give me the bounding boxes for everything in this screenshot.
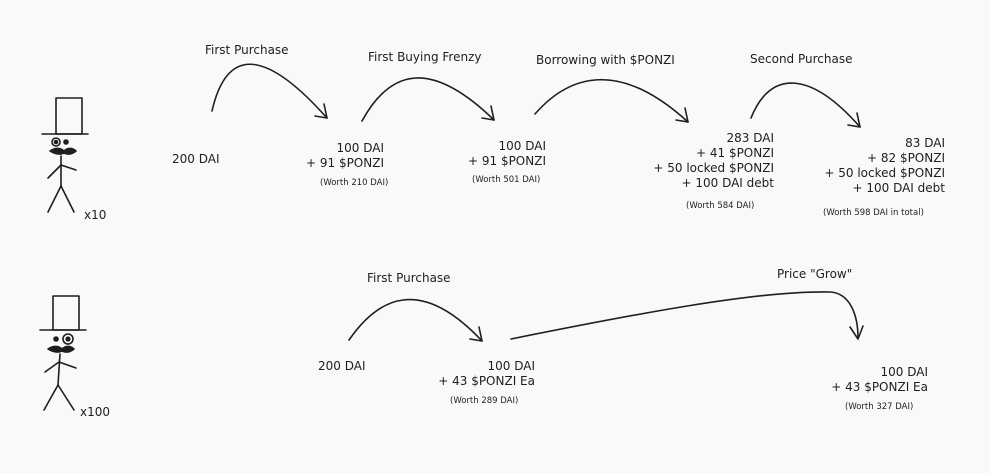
state-line: + 91 $PONZI bbox=[467, 154, 546, 168]
state-line: + 43 $PONZI Ea bbox=[438, 374, 535, 388]
start-balance-row2: 200 DAI bbox=[318, 359, 366, 373]
top-hat-icon bbox=[52, 295, 80, 331]
state-line: + 91 $PONZI bbox=[305, 156, 384, 170]
state-block: 100 DAI + 43 $PONZI Ea bbox=[438, 359, 535, 389]
arrow-first-buying-frenzy bbox=[361, 77, 495, 122]
state-line: 100 DAI bbox=[487, 359, 536, 373]
state-block: 100 DAI + 91 $PONZI bbox=[306, 141, 384, 171]
arrow-second-purchase-row1 bbox=[750, 82, 861, 128]
monocle-icon bbox=[62, 333, 74, 345]
state-line: 100 DAI bbox=[336, 141, 385, 155]
worth-note: (Worth 289 DAI) bbox=[450, 396, 519, 406]
state-line: + 100 DAI debt bbox=[681, 176, 774, 190]
transition-label: Price "Grow" bbox=[777, 267, 853, 281]
investor-figure-row1 bbox=[41, 97, 89, 213]
state-block: 283 DAI + 41 $PONZI + 50 locked $PONZI +… bbox=[653, 131, 774, 191]
multiplier-row1: x10 bbox=[84, 208, 107, 222]
start-balance-row1: 200 DAI bbox=[172, 152, 220, 166]
worth-note: (Worth 598 DAI in total) bbox=[823, 208, 924, 218]
multiplier-row2: x100 bbox=[80, 405, 111, 419]
state-line: 100 DAI bbox=[498, 139, 547, 153]
arrow-price-grow bbox=[510, 291, 864, 340]
state-line: + 43 $PONZI Ea bbox=[831, 380, 928, 394]
state-line: 100 DAI bbox=[880, 365, 929, 379]
top-hat-icon bbox=[55, 97, 83, 135]
state-block: 83 DAI + 82 $PONZI + 50 locked $PONZI + … bbox=[824, 136, 945, 196]
state-line: 83 DAI bbox=[905, 136, 945, 150]
worth-note: (Worth 327 DAI) bbox=[845, 402, 914, 412]
arrow-first-purchase-row2 bbox=[348, 298, 483, 342]
transition-label: First Purchase bbox=[367, 271, 451, 285]
monocle-icon bbox=[51, 137, 61, 147]
arrow-borrowing bbox=[534, 78, 689, 123]
worth-note: (Worth 584 DAI) bbox=[686, 201, 755, 211]
state-line: + 100 DAI debt bbox=[852, 181, 945, 195]
state-line: + 41 $PONZI bbox=[695, 146, 774, 160]
state-block: 100 DAI + 91 $PONZI bbox=[468, 139, 546, 169]
transition-label: First Purchase bbox=[205, 43, 289, 57]
investor-figure-row2 bbox=[39, 295, 87, 411]
state-line: + 50 locked $PONZI bbox=[824, 166, 945, 180]
state-line: + 82 $PONZI bbox=[866, 151, 945, 165]
transition-label: Borrowing with $PONZI bbox=[536, 53, 675, 67]
worth-note: (Worth 501 DAI) bbox=[472, 175, 541, 185]
state-block: 100 DAI + 43 $PONZI Ea bbox=[831, 365, 928, 395]
mustache-icon bbox=[47, 345, 75, 353]
state-line: + 50 locked $PONZI bbox=[653, 161, 774, 175]
transition-label: First Buying Frenzy bbox=[368, 50, 482, 64]
arrow-first-purchase-row1 bbox=[211, 63, 328, 119]
transition-label: Second Purchase bbox=[750, 52, 853, 66]
state-line: 283 DAI bbox=[726, 131, 775, 145]
worth-note: (Worth 210 DAI) bbox=[320, 178, 389, 188]
mustache-icon bbox=[49, 147, 77, 155]
